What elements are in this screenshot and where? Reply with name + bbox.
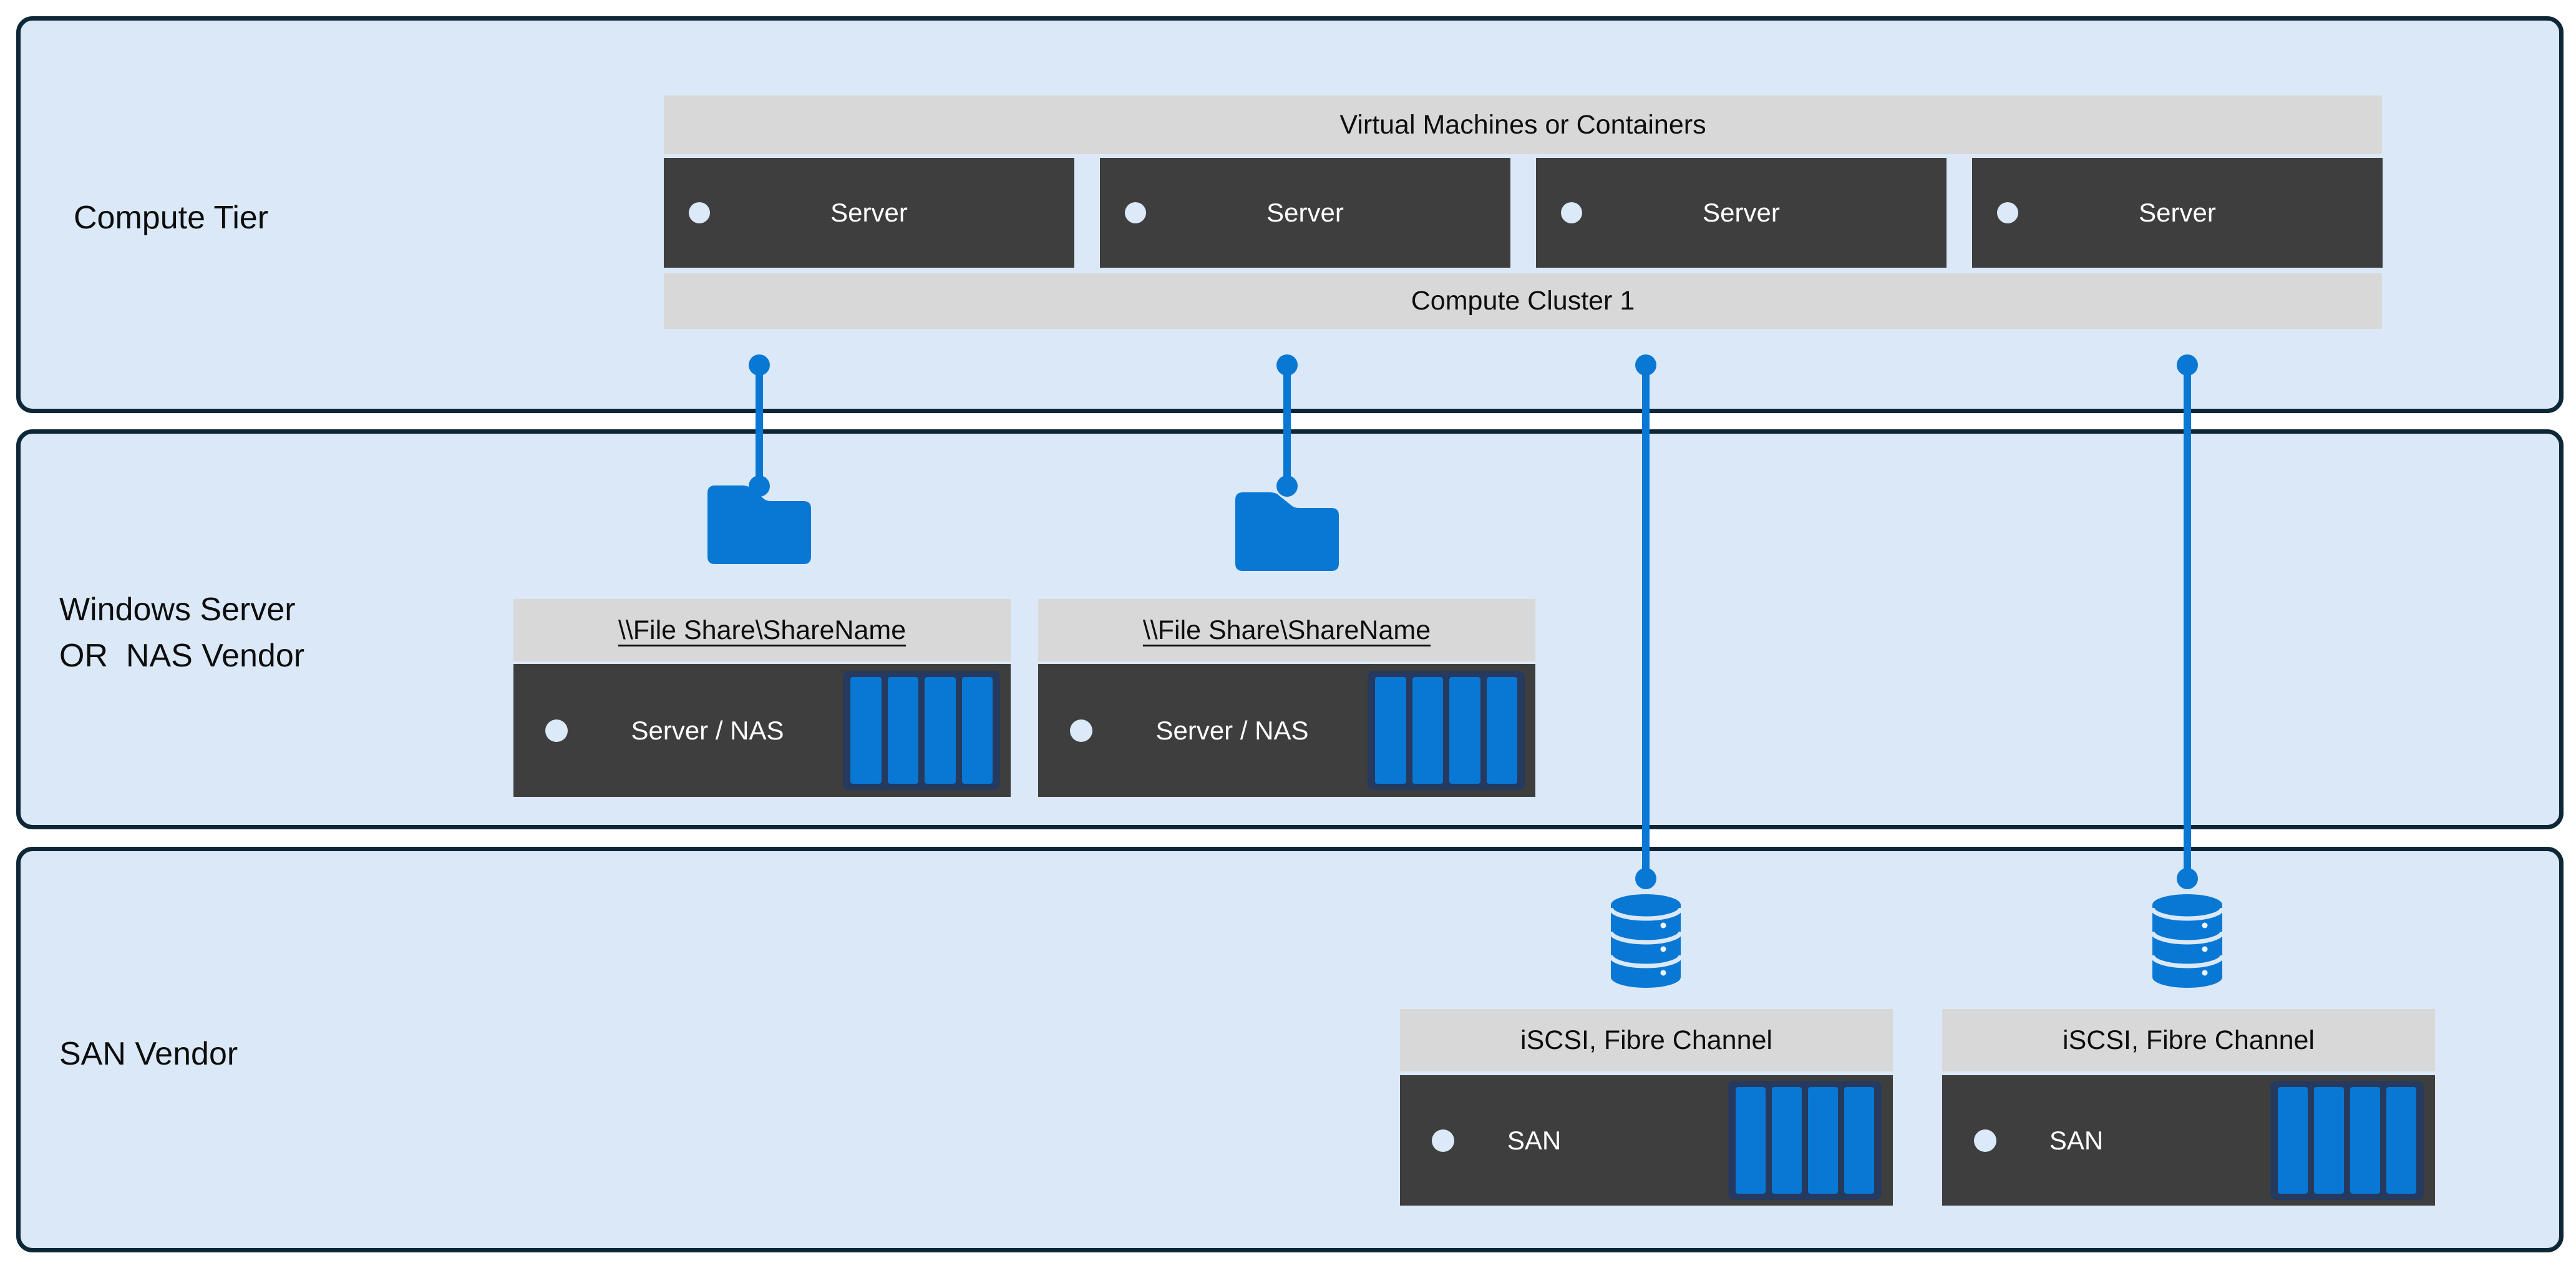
connector-dot [1276,475,1298,497]
connector-dot [2177,354,2198,376]
server-node-label: Server [830,198,908,227]
server-node-label: Server [1703,198,1780,227]
file-share-path-label: \\File Share\ShareName [1142,615,1431,645]
disk-array-icon [2270,1081,2424,1200]
san-protocol-label: iSCSI, Fibre Channel [2063,1025,2315,1055]
file-share-path-bar: \\File Share\ShareName [1038,599,1535,661]
server-node-1: Server [664,158,1074,268]
connector-dot [1635,354,1656,376]
server-nas-box-1: Server / NAS [513,664,1011,797]
disk-array-icon [1728,1081,1882,1200]
connector-line [1642,365,1650,879]
connector-line [756,365,763,486]
database-icon [1611,894,1681,988]
san-label: SAN [1507,1125,1562,1155]
status-dot-icon [1997,202,2018,223]
compute-tier-label: Compute Tier [74,200,269,236]
san-protocol-bar: iSCSI, Fibre Channel [1942,1009,2435,1071]
file-share-path-bar: \\File Share\ShareName [513,599,1011,661]
connector-dot [749,354,770,376]
vm-containers-label: Virtual Machines or Containers [1339,109,1706,140]
san-box-2: SAN [1942,1075,2435,1206]
server-node-label: Server [2139,198,2216,227]
san-protocol-bar: iSCSI, Fibre Channel [1400,1009,1893,1071]
compute-cluster-bar: Compute Cluster 1 [664,273,2382,329]
status-dot-icon [1070,719,1092,742]
disk-array-icon [1368,671,1525,790]
status-dot-icon [1561,202,1582,223]
file-share-path-label: \\File Share\ShareName [618,615,906,645]
status-dot-icon [1125,202,1146,223]
status-dot-icon [1432,1129,1454,1152]
server-nas-label: Server / NAS [1155,715,1309,745]
server-nas-box-2: Server / NAS [1038,664,1535,797]
file-tier-label: Windows Server OR NAS Vendor [59,587,304,679]
san-label: SAN [2049,1125,2104,1155]
connector-dot [749,475,770,497]
file-tier-label-line1: Windows Server [59,592,296,628]
folder-icon [1235,492,1339,571]
file-tier-label-line2: OR NAS Vendor [59,638,305,674]
status-dot-icon [689,202,710,223]
san-tier-label: SAN Vendor [59,1036,238,1072]
vm-containers-bar: Virtual Machines or Containers [664,95,2382,154]
database-icon [2152,894,2222,988]
status-dot-icon [1974,1129,1996,1152]
server-node-3: Server [1536,158,1947,268]
folder-icon [707,485,811,564]
server-nas-label: Server / NAS [631,715,784,745]
server-node-4: Server [1972,158,2383,268]
server-node-2: Server [1100,158,1510,268]
status-dot-icon [545,719,568,742]
connector-line [1283,365,1291,486]
connector-dot [2177,868,2198,889]
connector-dot [1635,868,1656,889]
compute-cluster-label: Compute Cluster 1 [1411,286,1635,316]
disk-array-icon [843,671,1000,790]
server-node-label: Server [1266,198,1344,227]
connector-line [2184,365,2191,879]
san-protocol-label: iSCSI, Fibre Channel [1520,1025,1772,1055]
san-box-1: SAN [1400,1075,1893,1206]
connector-dot [1276,354,1298,376]
